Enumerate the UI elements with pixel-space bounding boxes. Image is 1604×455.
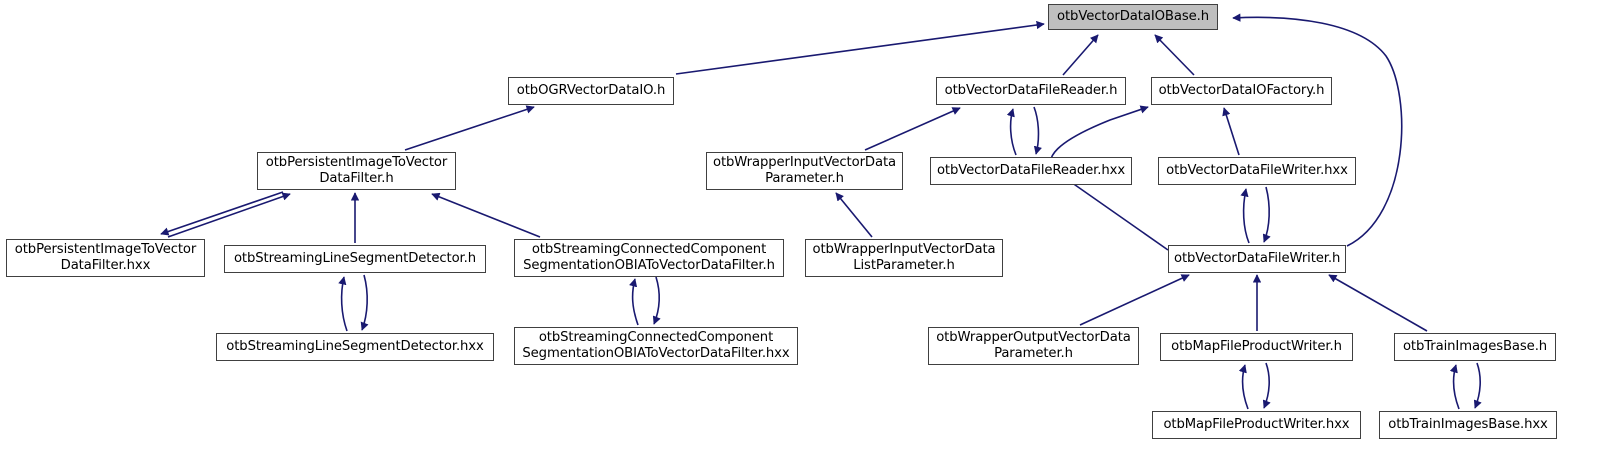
graph-node-n10[interactable]: otbStreamingConnectedComponent Segmentat… (514, 239, 784, 277)
graph-node-n2[interactable]: otbVectorDataFileReader.h (936, 77, 1126, 105)
edge-persistentfilter-to-persistentfilterhxx (160, 191, 284, 236)
edge-trainimagesbase-to-trainimagesbasehxx (1473, 362, 1482, 409)
graph-node-label: otbWrapperInputVectorData Parameter.h (713, 155, 896, 186)
graph-node-label: otbStreamingConnectedComponent Segmentat… (523, 242, 775, 273)
edge-mapfileproductwriterhxx-to-mapfileproductwriter (1238, 364, 1249, 410)
graph-node-n19[interactable]: otbTrainImagesBase.hxx (1379, 411, 1557, 439)
graph-node-n6[interactable]: otbVectorDataFileReader.hxx (930, 157, 1132, 185)
graph-node-n15[interactable]: otbWrapperOutputVectorData Parameter.h (928, 327, 1139, 365)
edge-ogrvectordataio-to-iobase (675, 20, 1045, 75)
graph-node-label: otbWrapperInputVectorData ListParameter.… (812, 242, 996, 273)
edge-iofactory-to-iobase (1154, 34, 1195, 76)
graph-node-n1[interactable]: otbOGRVectorDataIO.h (508, 77, 674, 105)
edge-persistentfilterhxx-to-persistentfilter (167, 192, 291, 238)
edge-filewriter-to-filewriterhxx (1240, 188, 1250, 244)
graph-node-n14[interactable]: otbStreamingConnectedComponent Segmentat… (514, 327, 798, 365)
edge-inputlistparam-to-inputparam (835, 192, 873, 238)
graph-node-n5[interactable]: otbWrapperInputVectorData Parameter.h (706, 152, 903, 190)
graph-node-label: otbPersistentImageToVector DataFilter.hx… (14, 242, 197, 273)
graph-node-label: otbPersistentImageToVector DataFilter.h (265, 155, 448, 186)
graph-node-label: otbVectorDataFileReader.hxx (936, 163, 1126, 178)
edge-filewriterhxx-to-iofactory (1222, 107, 1240, 156)
graph-node-n8[interactable]: otbPersistentImageToVector DataFilter.hx… (6, 239, 205, 277)
graph-node-n16[interactable]: otbMapFileProductWriter.h (1160, 333, 1353, 361)
graph-node-label: otbStreamingLineSegmentDetector.hxx (226, 339, 484, 354)
edge-linesegdetectorhxx-to-linesegdetector (338, 276, 348, 332)
edge-mapfileproductwriter-to-mapfileproductwriterhxx (1262, 362, 1271, 409)
graph-node-label: otbStreamingConnectedComponent Segmentat… (522, 330, 790, 361)
graph-node-label: otbStreamingLineSegmentDetector.h (233, 251, 477, 266)
edge-filewriter-to-iobase (1232, 13, 1403, 247)
graph-node-n11[interactable]: otbWrapperInputVectorData ListParameter.… (805, 239, 1003, 277)
graph-node-label: otbVectorDataIOBase.h (1057, 9, 1209, 24)
graph-node-n13[interactable]: otbStreamingLineSegmentDetector.hxx (216, 333, 494, 361)
graph-node-n18[interactable]: otbMapFileProductWriter.hxx (1152, 411, 1361, 439)
edge-filewriterhxx-to-filewriter (1262, 186, 1271, 243)
graph-node-label: otbWrapperOutputVectorData Parameter.h (936, 330, 1131, 361)
graph-node-n3[interactable]: otbVectorDataIOFactory.h (1151, 77, 1332, 105)
graph-node-n17[interactable]: otbTrainImagesBase.h (1394, 333, 1556, 361)
graph-node-label: otbVectorDataFileWriter.h (1174, 251, 1341, 266)
graph-node-n12[interactable]: otbVectorDataFileWriter.h (1168, 245, 1346, 273)
graph-node-label: otbMapFileProductWriter.h (1171, 339, 1342, 354)
graph-node-n4[interactable]: otbPersistentImageToVector DataFilter.h (257, 152, 456, 190)
graph-node-label: otbTrainImagesBase.h (1402, 339, 1548, 354)
graph-node-n0[interactable]: otbVectorDataIOBase.h (1048, 4, 1218, 30)
edge-wrapperinputparam-to-filereader (864, 107, 961, 151)
graph-node-n7[interactable]: otbVectorDataFileWriter.hxx (1158, 157, 1356, 185)
graph-node-label: otbMapFileProductWriter.hxx (1163, 417, 1350, 432)
edge-connectedcomponent-to-persistentfilter (431, 192, 541, 238)
graph-node-label: otbVectorDataIOFactory.h (1158, 83, 1325, 98)
edge-persistentfilter-to-ogrvectordataio (404, 105, 535, 151)
graph-node-label: otbVectorDataFileReader.h (944, 83, 1118, 98)
graph-node-label: otbOGRVectorDataIO.h (516, 83, 666, 98)
edge-outputvectordataparam-to-filewriter (1079, 274, 1190, 326)
edge-filereader-to-iobase (1062, 34, 1099, 76)
graph-node-n9[interactable]: otbStreamingLineSegmentDetector.h (224, 245, 486, 273)
graph-node-label: otbTrainImagesBase.hxx (1388, 417, 1548, 432)
edge-trainimagesbasehxx-to-trainimagesbase (1449, 364, 1460, 410)
edge-filereaderhxx-to-filereader (1006, 108, 1017, 156)
edge-filereader-to-filereaderhxx (1033, 106, 1042, 155)
graph-node-label: otbVectorDataFileWriter.hxx (1166, 163, 1348, 178)
edge-connectedcomponent-to-connectedcomponenthxx (652, 276, 661, 325)
edge-trainimagesbase-to-filewriter (1328, 274, 1428, 332)
edge-linesegdetector-to-linesegdetectorhxx (360, 274, 369, 331)
edge-connectedcomponenthxx-to-connectedcomponent (629, 278, 639, 326)
